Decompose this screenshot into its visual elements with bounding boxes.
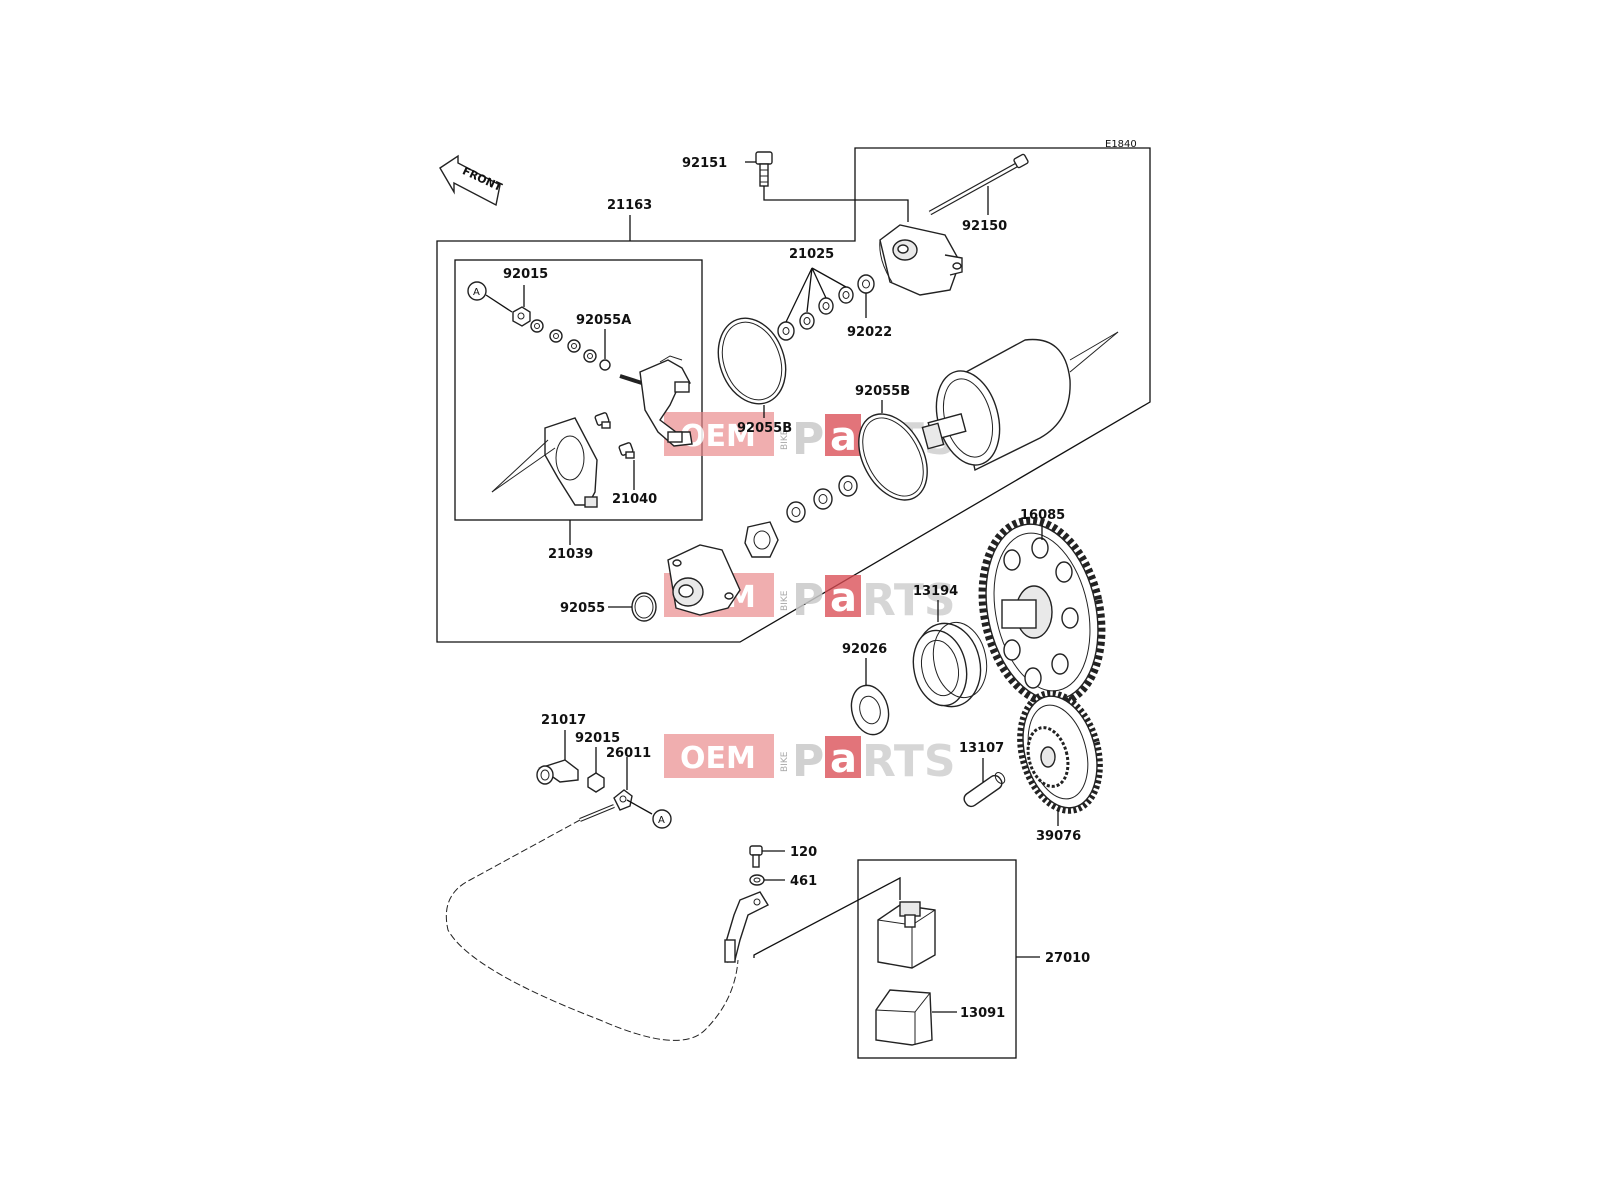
callout-92055: 92055 bbox=[560, 601, 605, 616]
nut-and-washers bbox=[512, 306, 611, 371]
callout-39076: 39076 bbox=[1036, 829, 1081, 844]
nut-92015 bbox=[587, 772, 605, 793]
svg-text:P: P bbox=[792, 414, 824, 465]
starter-relay-27010 bbox=[877, 901, 936, 969]
callout-21017: 21017 bbox=[541, 713, 586, 728]
diagram-code: E1840 bbox=[1105, 139, 1137, 150]
leader-line bbox=[785, 267, 847, 323]
motor-yoke bbox=[921, 331, 1119, 472]
front-arrow-icon: FRONT bbox=[439, 154, 504, 207]
callout-16085: 16085 bbox=[1020, 508, 1065, 523]
svg-text:a: a bbox=[830, 414, 857, 460]
callout-26011: 26011 bbox=[606, 746, 651, 761]
o-ring-92055b bbox=[717, 317, 787, 405]
callout-21040: 21040 bbox=[612, 492, 657, 507]
svg-text:BIKE: BIKE bbox=[780, 590, 790, 611]
washer-inner bbox=[859, 695, 881, 725]
svg-text:P: P bbox=[792, 575, 824, 626]
svg-text:RTS: RTS bbox=[862, 575, 956, 626]
callout-92026: 92026 bbox=[842, 642, 887, 657]
svg-text:BIKE: BIKE bbox=[780, 429, 790, 450]
svg-text:A: A bbox=[473, 287, 480, 298]
rear-end-cover bbox=[879, 224, 963, 296]
callout-13194: 13194 bbox=[913, 584, 958, 599]
callout-461: 461 bbox=[790, 874, 817, 889]
callout-92022: 92022 bbox=[847, 325, 892, 340]
svg-text:a: a bbox=[830, 736, 857, 782]
brush-holder-frame bbox=[454, 259, 703, 521]
idle-gear-39076 bbox=[1017, 690, 1103, 814]
leader-line bbox=[626, 799, 653, 815]
washer-set-lower bbox=[786, 475, 858, 523]
leader-line bbox=[485, 294, 513, 313]
washer-inner bbox=[753, 877, 761, 883]
callout-92055b-left: 92055B bbox=[737, 421, 792, 436]
callout-27010: 27010 bbox=[1045, 951, 1090, 966]
o-ring-92055 bbox=[631, 592, 657, 622]
o-ring-inner bbox=[634, 595, 654, 619]
svg-text:OEM: OEM bbox=[680, 741, 756, 776]
svg-text:P: P bbox=[792, 736, 824, 787]
svg-text:A: A bbox=[658, 815, 665, 826]
svg-text:OEM: OEM bbox=[680, 419, 756, 454]
brush-set-21040 bbox=[594, 412, 635, 459]
o-ring-inner bbox=[721, 321, 783, 401]
callout-92150: 92150 bbox=[962, 219, 1007, 234]
washer-92026 bbox=[850, 684, 890, 736]
starter-relay-frame bbox=[857, 859, 1017, 1059]
lock-plate bbox=[744, 521, 779, 558]
callout-92015-lower: 92015 bbox=[575, 731, 620, 746]
leader-line bbox=[753, 876, 901, 958]
washer-set-21025 bbox=[777, 274, 875, 341]
bolt-120 bbox=[749, 845, 763, 868]
one-way-clutch-13194 bbox=[912, 621, 988, 708]
leader-line bbox=[763, 186, 909, 222]
ref-marker-a: A bbox=[652, 809, 672, 829]
callout-92151: 92151 bbox=[682, 156, 727, 171]
callout-92055b-right: 92055B bbox=[855, 384, 910, 399]
starter-assembly-frame bbox=[436, 147, 1151, 643]
terminal-cap-21017 bbox=[536, 759, 579, 785]
shaft-13107 bbox=[963, 772, 1006, 808]
callout-21163: 21163 bbox=[607, 198, 652, 213]
front-end-cover bbox=[667, 544, 741, 616]
callout-13107: 13107 bbox=[959, 741, 1004, 756]
svg-text:a: a bbox=[830, 575, 857, 621]
cable-terminal-bracket bbox=[724, 891, 769, 963]
long-bolt-92150 bbox=[928, 153, 1029, 216]
watermark-logo: OEM BIKE P a RTS bbox=[664, 734, 956, 787]
relay-cover-13091 bbox=[875, 989, 933, 1046]
callout-92055a: 92055A bbox=[576, 313, 631, 328]
o-ring-inner bbox=[862, 417, 924, 497]
brush-plate-21039 bbox=[491, 417, 598, 508]
bolt-92151 bbox=[755, 151, 773, 187]
callout-21039: 21039 bbox=[548, 547, 593, 562]
starter-cable-26011 bbox=[445, 789, 739, 1041]
ref-marker-a: A bbox=[467, 281, 487, 301]
brush-holder bbox=[619, 355, 693, 447]
callout-13091: 13091 bbox=[960, 1006, 1005, 1021]
callout-120: 120 bbox=[790, 845, 817, 860]
svg-text:BIKE: BIKE bbox=[780, 751, 790, 772]
washer-461 bbox=[749, 874, 765, 886]
callout-92015-upper: 92015 bbox=[503, 267, 548, 282]
callout-21025: 21025 bbox=[789, 247, 834, 262]
svg-text:RTS: RTS bbox=[862, 736, 956, 787]
